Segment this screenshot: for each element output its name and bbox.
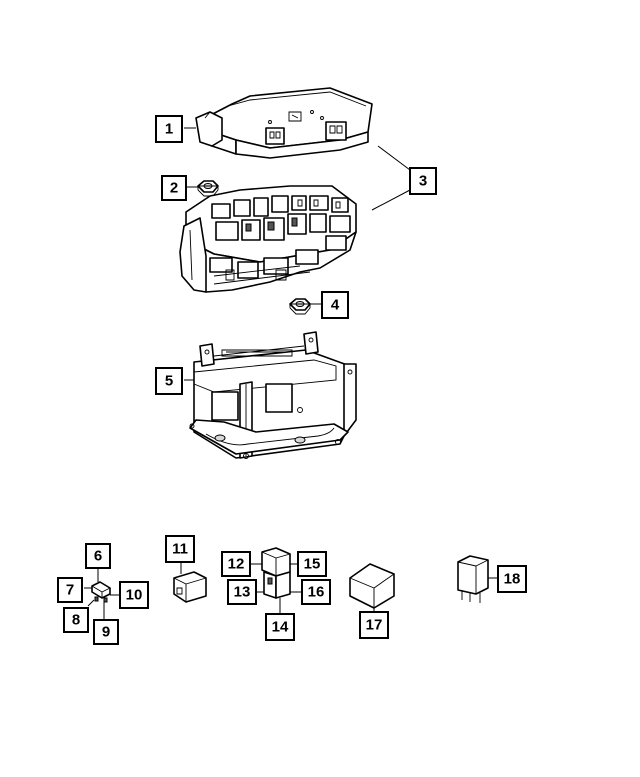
callout-label: 10 [126,587,143,604]
cartridge-fuse [174,572,206,602]
callout-5: 5 [155,367,183,395]
nut-upper [198,181,218,196]
callout-11: 11 [165,535,195,563]
callout-label: 15 [304,556,321,573]
callout-label: 9 [102,624,110,641]
callout-10: 10 [119,581,149,609]
callout-17: 17 [359,611,389,639]
callout-label: 4 [331,297,340,314]
callout-label: 3 [419,173,427,190]
callout-label: 13 [234,584,251,601]
mini-fuse [92,582,110,602]
mini-relay [350,564,394,608]
callout-label: 2 [170,180,178,197]
mounting-bracket [190,332,356,459]
callout-12: 12 [221,551,251,577]
iso-relay [458,556,488,603]
fuse-slots [212,196,350,240]
callout-3: 3 [409,167,437,195]
callout-7: 7 [57,577,83,603]
leader-lines [84,127,498,620]
fuse-box-assembly [180,186,356,292]
callout-4: 4 [321,291,349,319]
callout-8: 8 [63,607,89,633]
callout-label: 12 [228,556,245,573]
callout-1: 1 [155,115,183,143]
micro-relay [262,548,290,598]
callout-label: 17 [366,617,383,634]
callout-18: 18 [497,565,527,593]
callout-13: 13 [227,579,257,605]
callout-9: 9 [93,619,119,645]
callout-label: 5 [165,373,173,390]
callout-label: 8 [72,612,80,629]
callout-label: 7 [66,582,74,599]
callout-15: 15 [297,551,327,577]
callout-label: 1 [165,121,173,138]
fuse-box-cover [196,88,372,158]
callout-label: 6 [94,548,102,565]
callout-16: 16 [301,579,331,605]
callout-6: 6 [85,543,111,569]
callout-label: 18 [504,571,521,588]
callout-14: 14 [265,613,295,641]
callout-label: 14 [272,619,289,636]
callout-2: 2 [161,175,187,201]
callout-label: 16 [308,584,325,601]
nut-lower [290,299,310,314]
callout-label: 11 [172,541,188,558]
